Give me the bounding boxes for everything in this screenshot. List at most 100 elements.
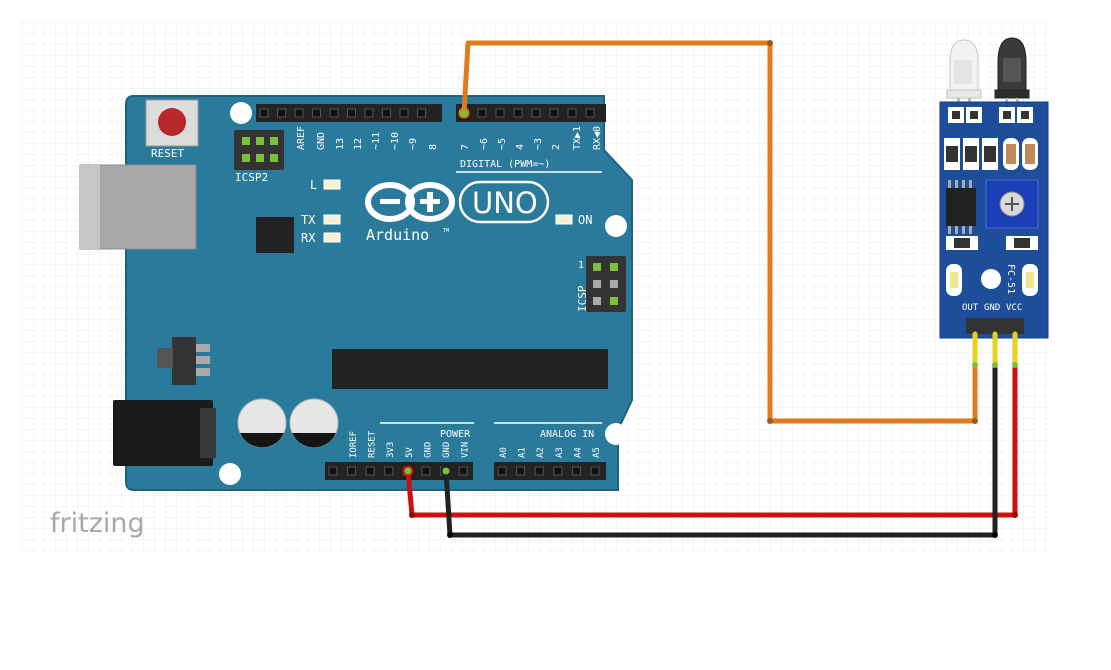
sensor-model-label: FC-51: [1005, 264, 1016, 294]
pin-label: GND: [442, 442, 452, 458]
header-socket: [328, 466, 338, 476]
header-socket: [312, 108, 321, 118]
pin-label: 4: [515, 144, 526, 150]
led-on: [555, 214, 573, 225]
header-socket: [497, 466, 507, 476]
led-tx-label: TX: [301, 213, 316, 227]
header-socket: [347, 108, 356, 118]
wire-bend: [972, 362, 978, 368]
header-socket: [477, 108, 487, 118]
reset-button-cap: [158, 108, 186, 136]
pin-label: 2: [551, 144, 562, 150]
pin-label: 8: [428, 144, 439, 150]
logo-tm: TM: [443, 228, 449, 234]
header-socket: [458, 466, 468, 476]
pin-label: ~3: [533, 138, 544, 150]
power-header: [325, 462, 473, 480]
header-socket: [495, 108, 505, 118]
mount-hole: [605, 423, 627, 445]
led-rx: [323, 232, 341, 243]
analog-label: ANALOG IN: [540, 429, 594, 440]
pin-label: A3: [555, 447, 565, 458]
header-socket: [399, 108, 409, 118]
led-l: [323, 179, 341, 190]
capacitor: [237, 398, 287, 448]
icsp2-label: ICSP2: [235, 171, 268, 184]
header-socket: [277, 108, 286, 118]
ground-wire: [443, 365, 998, 538]
header-socket: [553, 466, 563, 476]
header-socket: [347, 466, 357, 476]
pin-label: IOREF: [349, 431, 359, 458]
mount-hole: [230, 102, 252, 124]
sensor-pin-label: OUT: [962, 303, 979, 313]
pin-label: ~9: [408, 138, 419, 150]
potentiometer: [985, 179, 1039, 229]
wire-bend: [409, 512, 415, 518]
led-l-label: L: [310, 178, 317, 192]
wire-endpoint: [458, 107, 470, 119]
wire-endpoint: [402, 465, 414, 477]
sensor-pin-label: VCC: [1006, 303, 1022, 313]
on-label: ON: [578, 213, 592, 227]
header-socket: [259, 108, 269, 118]
board-outline: [125, 95, 633, 491]
header-socket: [421, 466, 431, 476]
mount-hole: [219, 463, 241, 485]
header-socket: [417, 108, 426, 118]
header-socket: [329, 108, 339, 118]
icsp-label: ICSP: [576, 285, 589, 312]
wire-endpoint: [440, 465, 452, 477]
capacitor: [289, 398, 339, 448]
signal-wire: [461, 40, 978, 424]
sensor-pin-header: [966, 318, 1024, 334]
dc-jack: [113, 400, 213, 466]
header-socket: [590, 466, 600, 476]
sensor-mount-hole: [981, 269, 1001, 289]
usb-chip: [256, 217, 294, 253]
wire-bend: [972, 418, 978, 424]
pin-label: GND: [423, 442, 433, 458]
header-socket: [384, 466, 394, 476]
icsp-header: [586, 256, 626, 312]
header-socket: [549, 108, 559, 118]
analog-header: [494, 462, 606, 480]
pin-label: ~6: [479, 138, 490, 150]
pin-label: ~5: [497, 138, 508, 150]
pin-label: A5: [592, 447, 602, 458]
pin-label: A1: [518, 447, 528, 458]
voltage-regulator: [172, 337, 196, 385]
pin-label: RX◀0: [592, 126, 603, 150]
wire-bend: [767, 40, 773, 46]
comparator-chip: [946, 188, 976, 226]
wire-bend: [1012, 512, 1018, 518]
header-socket: [294, 108, 304, 118]
pin-label: 13: [335, 138, 346, 150]
pin-label: A4: [573, 447, 583, 458]
header-socket: [571, 466, 581, 476]
power-wire: [405, 365, 1018, 518]
led-tx: [323, 214, 341, 225]
header-socket: [365, 466, 375, 476]
pin-label: 5V: [405, 447, 415, 458]
header-socket: [364, 108, 374, 118]
icsp-pin1-label: 1: [578, 260, 584, 271]
wire-bend: [992, 532, 998, 538]
mount-hole: [605, 215, 627, 237]
header-socket: [534, 466, 544, 476]
pin-label: ~10: [390, 132, 401, 150]
header-socket: [516, 466, 526, 476]
pin-label: ~11: [371, 132, 382, 150]
pin-label: AREF: [296, 126, 307, 150]
header-socket: [382, 108, 391, 118]
pin-label: A0: [499, 447, 509, 458]
header-socket: [567, 108, 577, 118]
reset-label: RESET: [151, 147, 184, 160]
wire-bend: [767, 418, 773, 424]
header-socket: [585, 108, 595, 118]
pin-label: VIN: [461, 442, 471, 458]
